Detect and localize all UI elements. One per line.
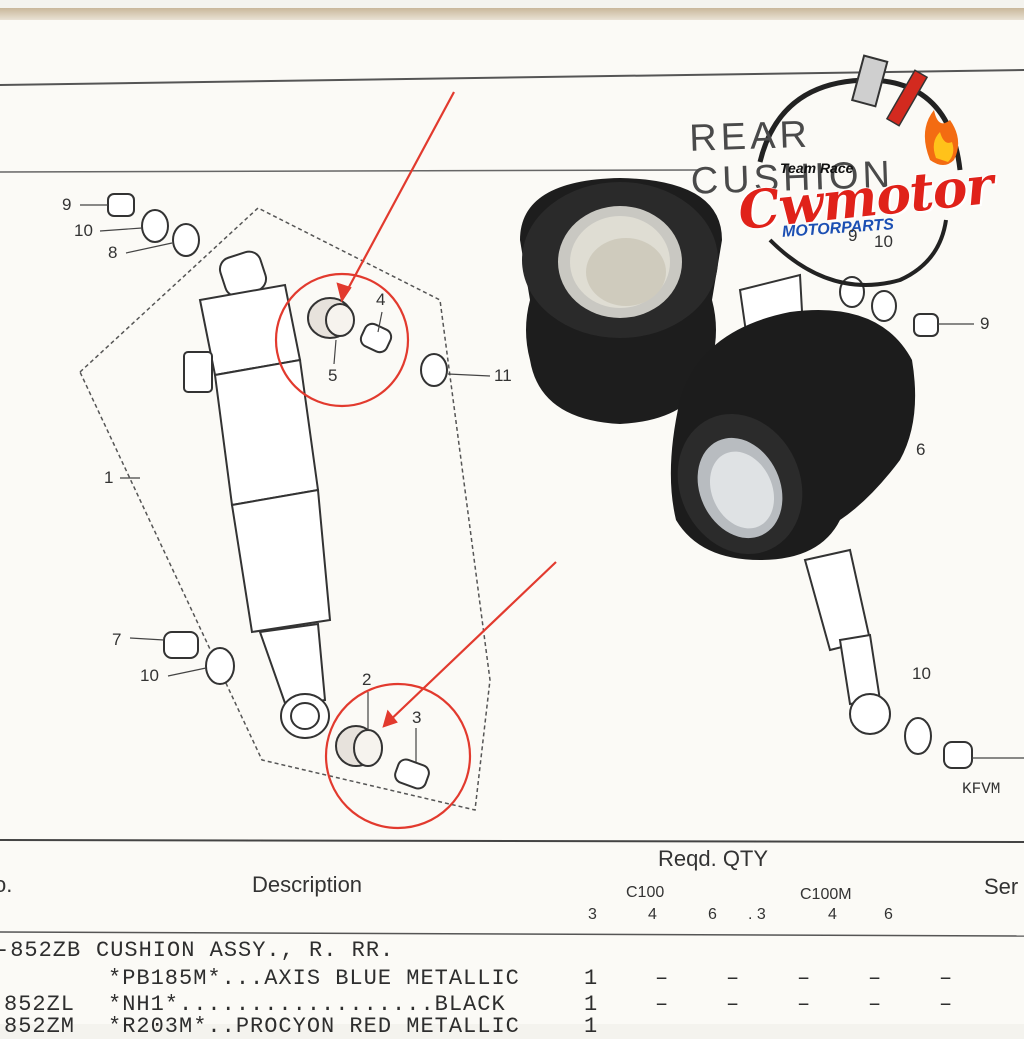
callout-1: 1: [104, 468, 114, 487]
frame-line-rows: [0, 931, 1024, 937]
logo-emblem: [757, 54, 963, 287]
qty-subcol: 6: [708, 906, 717, 923]
callout-right-10-bottom: 10: [912, 664, 931, 683]
logo-team-text: Team Race: [780, 160, 854, 176]
qty-subcol: 4: [828, 906, 837, 923]
row-code: 852ZM: [4, 1014, 76, 1039]
row-description: *PB185M*...AXIS BLUE METALLIC: [108, 966, 520, 991]
qty-group-c100m: C100M: [800, 886, 852, 903]
callout-right-10-top: 10: [874, 232, 893, 251]
callout-10-bottom: 10: [140, 666, 159, 685]
callout-right-6: 6: [916, 440, 926, 459]
row-qty: 1 – – – – –: [584, 992, 954, 1017]
row-code: -852ZB: [0, 938, 82, 963]
row-qty: 1 – – – – –: [584, 966, 954, 991]
column-no: o.: [0, 872, 13, 897]
row-description: *R203M*..PROCYON RED METALLIC: [108, 1014, 520, 1039]
column-serial: Ser: [984, 874, 1019, 899]
callout-10-top: 10: [74, 221, 93, 240]
leader-lines: [80, 204, 491, 762]
callout-7: 7: [112, 630, 122, 649]
rubber-bushing-photo-2: [670, 310, 916, 560]
qty-subcol: 3: [588, 906, 597, 923]
column-description: Description: [252, 872, 363, 897]
assembly-outline: [79, 207, 491, 811]
callout-2: 2: [362, 670, 372, 689]
frame-line-header: [0, 169, 701, 173]
callout-right-9: 9: [848, 226, 858, 245]
qty-subcol: 4: [648, 906, 657, 923]
highlight-marks: [274, 91, 557, 830]
frame-line-top: [0, 69, 1024, 86]
diagram-code: KFVM: [962, 780, 1001, 798]
shock-absorber-drawing: [183, 250, 332, 739]
row-code: 852ZL: [4, 992, 76, 1017]
qty-group-c100: C100: [626, 884, 665, 901]
callout-4: 4: [376, 290, 386, 309]
row-description: *NH1*..................BLACK: [108, 992, 506, 1017]
qty-subcol: 6: [884, 906, 893, 923]
callout-9: 9: [62, 195, 72, 214]
paper-edge: [0, 8, 1024, 20]
lower-bushing-drawing: [335, 725, 430, 790]
callout-right-9-nut: 9: [980, 314, 990, 333]
frame-line-table: [0, 839, 1024, 843]
parts-catalog-page: [0, 8, 1024, 1024]
right-leader-lines: [938, 323, 1024, 759]
hardware-drawing: [107, 193, 448, 685]
callout-11: 11: [494, 366, 512, 385]
column-reqd-qty: Reqd. QTY: [658, 846, 769, 871]
row-description: CUSHION ASSY., R. RR.: [96, 938, 395, 963]
rubber-bushing-photo-1: [520, 178, 722, 424]
callout-8: 8: [108, 243, 118, 262]
row-qty: 1: [584, 1014, 599, 1039]
callout-5: 5: [328, 366, 338, 385]
callout-3: 3: [412, 708, 422, 727]
upper-bushing-drawing: [307, 297, 393, 354]
qty-subcol: . 3: [748, 906, 766, 923]
